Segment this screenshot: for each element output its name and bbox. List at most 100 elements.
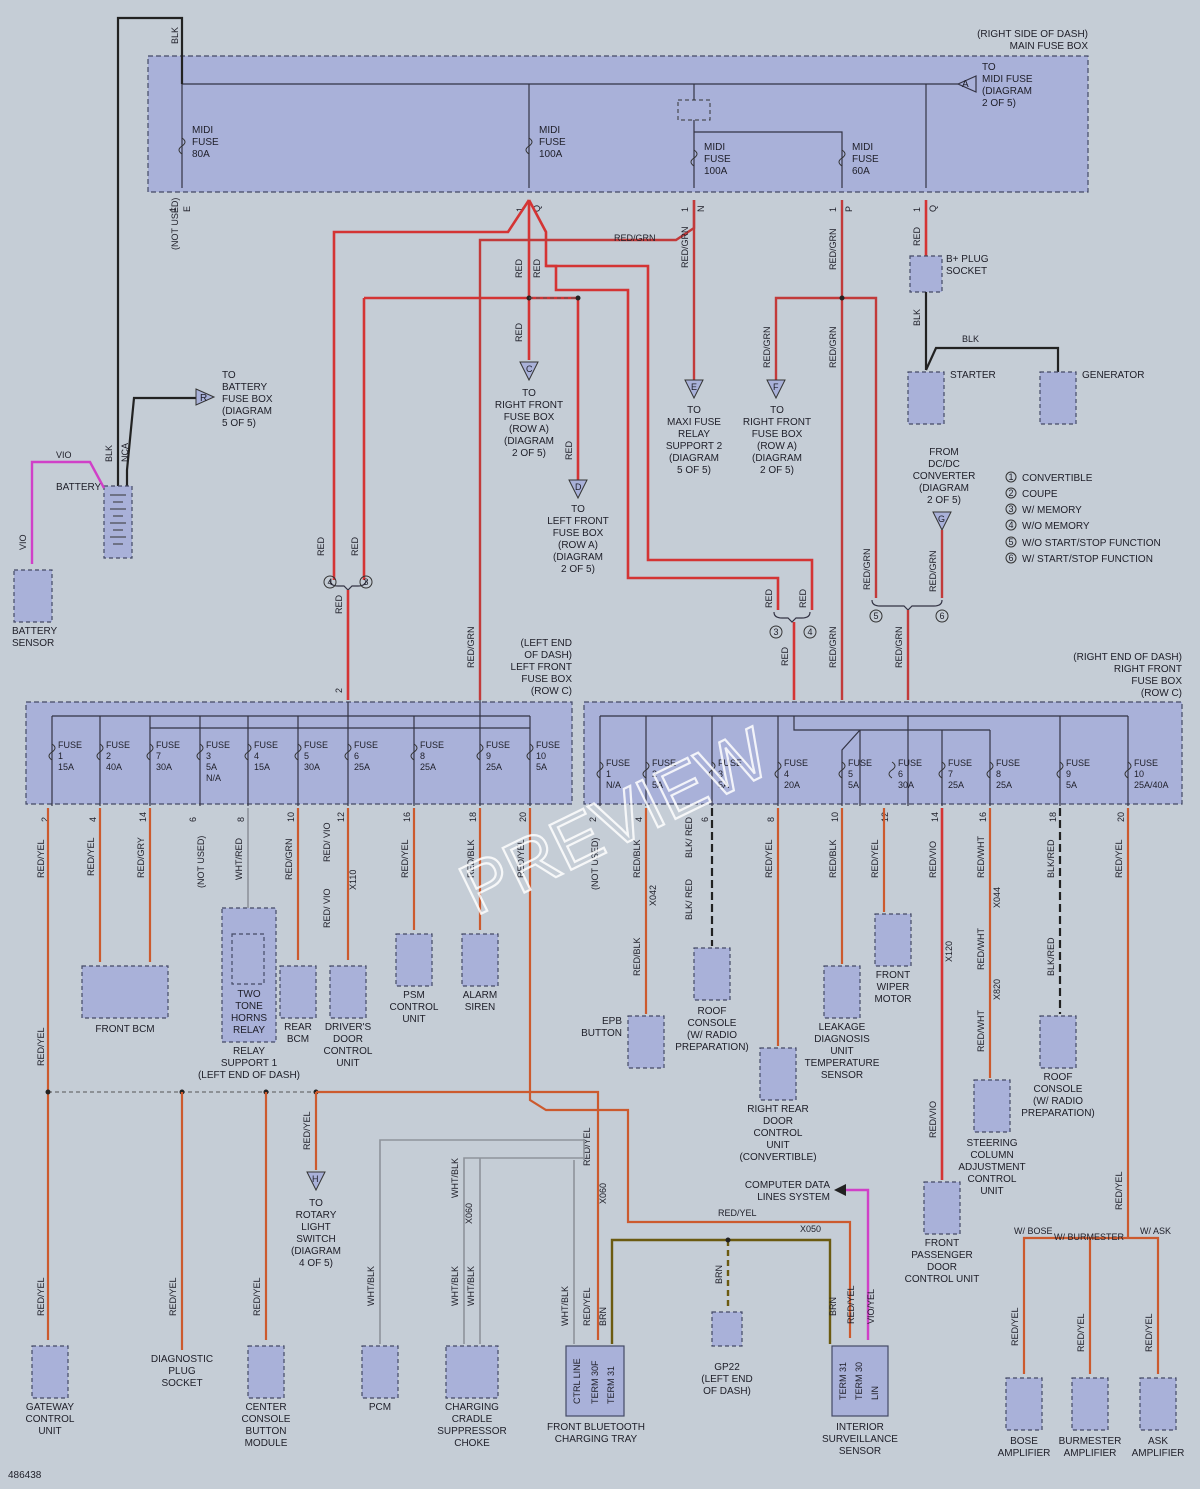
svg-text:WHT/BLK: WHT/BLK [466,1266,476,1306]
svg-text:RED/GRN: RED/GRN [894,626,904,668]
svg-text:2 OF 5): 2 OF 5) [561,564,595,575]
svg-text:CRADLE: CRADLE [452,1414,493,1425]
svg-text:RED/ VIO: RED/ VIO [322,822,332,862]
fuse-label: FUSE [206,740,230,750]
svg-text:5: 5 [873,611,878,621]
svg-text:RED/GRN: RED/GRN [828,326,838,368]
svg-text:TERM 30F: TERM 30F [590,1360,600,1404]
svg-text:X042: X042 [648,885,658,906]
svg-text:CHOKE: CHOKE [454,1438,490,1449]
svg-text:CONVERTIBLE: CONVERTIBLE [1022,473,1093,484]
svg-text:TO: TO [982,62,996,73]
svg-text:RED/YEL: RED/YEL [718,1208,757,1218]
vio-wire [30,460,106,564]
fuse-label: 8 [420,751,425,761]
lower-wiring: RED/YEL RED/YEL RED/YEL RED/GRY (NOT USE… [26,808,1184,1459]
svg-text:2 OF 5): 2 OF 5) [512,448,546,459]
svg-text:SWITCH: SWITCH [296,1234,335,1245]
svg-text:BCM: BCM [287,1034,309,1045]
svg-text:BLK: BLK [170,27,180,44]
svg-text:3: 3 [773,627,778,637]
svg-text:RED: RED [912,226,922,246]
svg-text:(LEFT END: (LEFT END [521,638,573,649]
fuse-symbol [48,743,56,761]
fuse-label: 2 [652,769,657,779]
svg-text:WIPER: WIPER [877,982,910,993]
fuse-symbol [596,761,604,779]
svg-text:PREPARATION): PREPARATION) [675,1042,749,1053]
svg-text:(ROW C): (ROW C) [531,686,572,697]
svg-text:CONSOLE: CONSOLE [688,1018,737,1029]
svg-text:RED/YEL: RED/YEL [168,1277,178,1316]
svg-text:RED/YEL: RED/YEL [302,1111,312,1150]
fuse-label: FUSE [58,740,82,750]
svg-text:W/ BOSE: W/ BOSE [1014,1226,1053,1236]
svg-text:(CONVERTIBLE): (CONVERTIBLE) [739,1152,816,1163]
svg-text:(NOT USED): (NOT USED) [170,198,180,250]
svg-text:MIDI: MIDI [539,125,560,136]
svg-text:RED/YEL: RED/YEL [870,839,880,878]
svg-text:FUSE BOX: FUSE BOX [222,394,273,405]
fuse-symbol [526,743,534,761]
svg-text:ALARM: ALARM [463,990,497,1001]
svg-text:GP22: GP22 [714,1362,740,1373]
fuse-label: FUSE [486,740,510,750]
svg-text:4 OF 5): 4 OF 5) [299,1258,333,1269]
svg-text:COUPE: COUPE [1022,489,1058,500]
svg-text:C: C [526,364,533,374]
svg-text:CENTER: CENTER [245,1402,286,1413]
fuse-symbol [888,761,896,779]
svg-text:(W/ RADIO: (W/ RADIO [687,1030,737,1041]
fuse-label: 8 [996,769,1001,779]
svg-text:RED/GRN: RED/GRN [928,550,938,592]
svg-text:RED/GRN: RED/GRN [762,326,772,368]
svg-text:CONTROL: CONTROL [754,1128,803,1139]
svg-text:BUTTON: BUTTON [246,1426,287,1437]
svg-text:RED/YEL: RED/YEL [846,1285,856,1324]
svg-text:2: 2 [334,688,344,693]
svg-text:BOSE: BOSE [1010,1436,1038,1447]
svg-text:FUSE BOX: FUSE BOX [553,528,604,539]
fuse-pin: 8 [236,817,246,822]
fuse-label: 5 [304,751,309,761]
svg-text:TO: TO [687,405,701,416]
svg-text:RED/YEL: RED/YEL [252,1277,262,1316]
svg-text:1: 1 [828,207,838,212]
svg-text:SUPPRESSOR: SUPPRESSOR [437,1426,506,1437]
upper-wiring: BLK R TO BATTERY FUSE BOX (DIAGRAM 5 OF … [12,16,1144,700]
svg-text:RED: RED [780,646,790,666]
svg-text:CTRL LINE: CTRL LINE [572,1358,582,1404]
svg-text:SENSOR: SENSOR [12,638,54,649]
svg-text:(DIAGRAM: (DIAGRAM [919,483,969,494]
fuse-symbol [96,743,104,761]
fuse-label: N/A [606,780,621,790]
svg-text:SURVEILLANCE: SURVEILLANCE [822,1434,898,1445]
svg-text:LEFT FRONT: LEFT FRONT [547,516,608,527]
svg-text:RED/YEL: RED/YEL [1076,1313,1086,1352]
svg-text:AMPLIFIER: AMPLIFIER [1064,1448,1117,1459]
svg-text:PLUG: PLUG [168,1366,195,1377]
drivers-door-control-unit [329,965,367,1019]
svg-text:BRN: BRN [828,1297,838,1316]
svg-text:FUSE: FUSE [192,137,219,148]
burmester-amplifier [1071,1377,1109,1431]
pcm [361,1345,399,1399]
svg-text:DRIVER'S: DRIVER'S [325,1022,372,1033]
svg-text:ROOF: ROOF [1044,1072,1073,1083]
fuse-label: FUSE [996,758,1020,768]
svg-text:RELAY: RELAY [233,1025,265,1036]
leakage-diagnosis-unit [823,965,861,1019]
svg-text:BATTERY: BATTERY [56,482,102,493]
svg-text:TWO: TWO [237,989,261,1000]
svg-text:STEERING: STEERING [966,1138,1017,1149]
svg-text:SUPPORT 2: SUPPORT 2 [666,441,723,452]
rear-bcm [279,965,317,1019]
fuse-label: FUSE [1134,758,1158,768]
fuse-pin: 18 [468,812,478,822]
svg-text:TERM 31: TERM 31 [606,1366,616,1404]
svg-text:BLK/RED: BLK/RED [1046,839,1056,878]
svg-text:REAR: REAR [284,1022,312,1033]
svg-text:2 OF 5): 2 OF 5) [982,98,1016,109]
svg-text:X044: X044 [992,887,1002,908]
svg-text:RED/VIO: RED/VIO [928,841,938,878]
